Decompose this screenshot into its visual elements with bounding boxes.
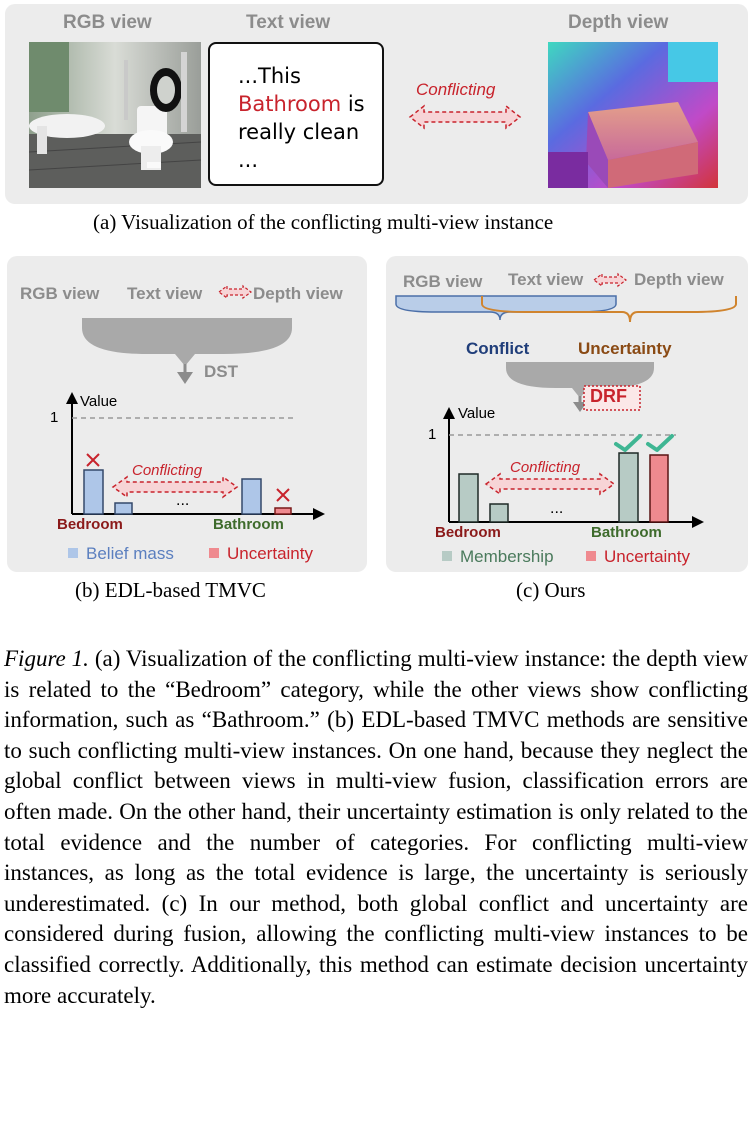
panel-b-diagram [66, 284, 325, 520]
panel-c-value-label: Value [458, 405, 496, 422]
panel-c-conflict-label: Conflicting [510, 459, 581, 476]
panel-c-legend-uncertainty: Uncertainty [586, 547, 690, 567]
panel-b [7, 256, 367, 572]
panel-b-ellipsis: ... [176, 492, 190, 509]
panel-c-conflict-word: Conflict [466, 339, 530, 358]
panel-c-one-label: 1 [428, 426, 437, 443]
panel-b-one-label: 1 [50, 409, 59, 426]
panel-c-ellipsis: ... [550, 500, 564, 517]
text-line-4: ... [238, 148, 259, 172]
panel-a-depth-label: Depth view [568, 12, 669, 33]
panel-b-depth-label: Depth view [253, 284, 343, 303]
panel-c-uncertainty-word: Uncertainty [578, 339, 672, 358]
figure-caption-lead: Figure 1. [4, 646, 89, 671]
panel-a-conflict-arrow [408, 104, 522, 130]
depth-image [548, 42, 718, 188]
figure-caption: Figure 1. (a) Visualization of the confl… [4, 644, 748, 1011]
panel-c-caption: (c) Ours [516, 578, 586, 602]
text-line-1: ...This [238, 64, 301, 88]
text-view-box: ...This Bathroom is really clean ... [208, 42, 384, 186]
panel-c-legend-membership-text: Membership [460, 547, 554, 566]
text-keyword-bathroom: Bathroom [238, 92, 342, 116]
panel-b-value-label: Value [80, 393, 118, 410]
panel-a-text-label: Text view [246, 12, 331, 33]
panel-b-legend-uncertainty: Uncertainty [209, 544, 313, 564]
panel-c-diagram [395, 272, 737, 528]
text-word-is: is [347, 92, 365, 116]
panel-c-legend-uncertainty-text: Uncertainty [604, 547, 690, 566]
panel-a-rgb-label: RGB view [63, 12, 152, 33]
panel-c-cat-left: Bedroom [435, 524, 501, 541]
panel-b-cat-right: Bathroom [213, 516, 284, 533]
panel-b-cat-left: Bedroom [57, 516, 123, 533]
panel-b-conflict-label: Conflicting [132, 462, 203, 479]
text-line-3: really clean [238, 120, 360, 144]
panel-b-legend-belief: Belief mass [68, 544, 174, 564]
rgb-bathroom-image [29, 42, 201, 188]
panel-b-legend-uncertainty-text: Uncertainty [227, 544, 313, 563]
text-line-2: Bathroom is [238, 92, 365, 116]
panel-b-text-label: Text view [127, 284, 203, 303]
panel-c-text-label: Text view [508, 270, 584, 289]
panel-c-rgb-label: RGB view [403, 272, 483, 291]
panel-b-fusion-label: DST [204, 362, 238, 381]
panel-b-rgb-label: RGB view [20, 284, 100, 303]
panel-b-legend-belief-text: Belief mass [86, 544, 174, 563]
panel-a-conflict-label: Conflicting [416, 80, 496, 99]
figure-caption-body: (a) Visualization of the conflicting mul… [4, 646, 748, 1008]
panel-c-cat-right: Bathroom [591, 524, 662, 541]
panel-c-depth-label: Depth view [634, 270, 724, 289]
panel-c-legend-membership: Membership [442, 547, 554, 567]
panel-b-caption: (b) EDL-based TMVC [75, 578, 266, 602]
panel-a-caption: (a) Visualization of the conflicting mul… [93, 210, 554, 234]
panel-c-fusion-label: DRF [590, 386, 627, 406]
